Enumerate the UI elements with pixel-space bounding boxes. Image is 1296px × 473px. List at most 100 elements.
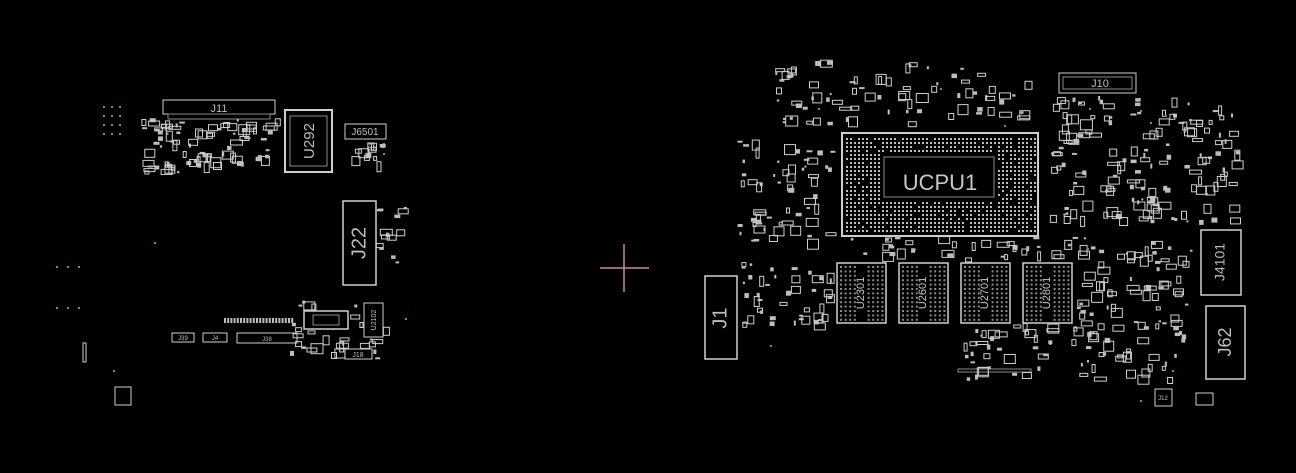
cpu-ball (1002, 202, 1004, 204)
memory-ball (934, 296, 937, 299)
smd-component (752, 222, 757, 227)
memory-ball (934, 279, 937, 282)
cpu-ball (862, 210, 864, 212)
smd-component (382, 326, 390, 336)
memory-ball (881, 274, 884, 277)
component-y-left[interactable] (303, 310, 349, 330)
memory-ball (844, 288, 847, 290)
cpu-ball (1014, 150, 1016, 152)
memory-ball (1000, 296, 1003, 299)
memory-ball (996, 266, 999, 268)
smd-component (1110, 303, 1116, 312)
cpu-ball (902, 226, 904, 228)
smd-pad (826, 60, 833, 65)
connector-j39[interactable]: J39 (171, 332, 195, 343)
smd-pad (827, 296, 833, 299)
cpu-ball (870, 174, 872, 176)
memory-ball (991, 283, 994, 286)
cpu-ball (950, 218, 952, 220)
cpu-ball (1034, 214, 1036, 216)
memory-ball (872, 279, 875, 282)
memory-ball (849, 305, 852, 308)
smd-pad (1224, 139, 1227, 144)
via (78, 307, 80, 309)
smd-pad (257, 155, 262, 158)
cpu-ball (1034, 230, 1036, 232)
component-left-bottom-square[interactable] (114, 386, 132, 406)
smd-component (1220, 173, 1226, 181)
cpu-ball (1002, 190, 1004, 192)
smd-component (1073, 185, 1085, 195)
memory-ball (1062, 292, 1065, 295)
smd-pad (1012, 372, 1018, 376)
connector-j62[interactable]: J62 (1205, 305, 1246, 380)
memory-ball (906, 288, 909, 290)
smd-component (1204, 127, 1210, 134)
component-left-bar[interactable] (82, 342, 87, 363)
cpu-ball (854, 162, 856, 164)
cpu-ball (998, 182, 1000, 184)
cpu-ball (870, 226, 872, 228)
cpu-ball (1002, 166, 1004, 168)
smd-component (1052, 103, 1060, 112)
connector-j22[interactable]: J22 (342, 200, 377, 286)
cpu-ball (858, 182, 860, 184)
cpu-ball (974, 146, 976, 148)
cpu-ball (1002, 186, 1004, 188)
cpu-ball (862, 202, 864, 204)
smd-pad (179, 121, 185, 124)
cpu-ball (974, 226, 976, 228)
connector-j6501[interactable]: J6501 (344, 123, 387, 140)
connector-j12[interactable]: J12 (1154, 388, 1173, 407)
chip-u2801[interactable]: U2801 (1022, 262, 1073, 324)
chip-u2601[interactable]: U2601 (898, 262, 949, 324)
cpu-ball (870, 142, 872, 144)
memory-ball (1026, 288, 1028, 290)
chip-ucpu1[interactable]: UCPU1 (841, 132, 1039, 237)
memory-chips: U2301 U2601 U2701 U2801 (836, 262, 1073, 324)
cpu-ball (1030, 190, 1032, 192)
cpu-ball (890, 230, 892, 232)
smd-component (1024, 80, 1033, 90)
memory-ball (934, 266, 937, 268)
cpu-ball (870, 186, 872, 188)
chip-u2701[interactable]: U2701 (960, 262, 1011, 324)
cpu-ball (998, 154, 1000, 156)
smd-component (850, 105, 860, 111)
smd-pad (830, 150, 836, 153)
smd-component (753, 296, 760, 307)
memory-ball (906, 274, 909, 277)
chip-u292[interactable]: U292 (284, 109, 333, 173)
connector-j4101[interactable]: J4101 (1200, 229, 1242, 296)
memory-ball (973, 266, 976, 268)
pad (230, 318, 233, 323)
cpu-ball (974, 218, 976, 220)
connector-j10[interactable]: J10 (1058, 72, 1137, 94)
memory-ball (996, 301, 999, 304)
smd-pad (290, 350, 294, 356)
smd-component (1063, 216, 1071, 224)
smd-component (1151, 293, 1159, 301)
smd-pad (1184, 165, 1190, 169)
via (119, 106, 121, 108)
cpu-ball (1026, 226, 1028, 228)
memory-ball (915, 305, 918, 308)
connector-j4[interactable]: J4 (202, 332, 228, 343)
cpu-ball (862, 158, 864, 160)
smd-pad (1149, 197, 1156, 203)
cpu-ball (878, 182, 880, 184)
chip-u2102[interactable]: U2102 (363, 302, 384, 338)
smd-component (1190, 119, 1204, 125)
connector-j11[interactable]: J11 (162, 99, 276, 120)
cpu-ball (1018, 170, 1020, 172)
smd-pad (1064, 207, 1069, 210)
cpu-ball (874, 202, 876, 204)
cpu-ball (894, 146, 896, 148)
smd-pad (748, 275, 753, 280)
smd-component (1069, 190, 1074, 196)
smd-component (896, 248, 906, 260)
connector-j1[interactable]: J1 (704, 275, 738, 360)
chip-u2301[interactable]: U2301 (836, 262, 887, 324)
component-right-bottom-square[interactable] (1195, 392, 1214, 406)
